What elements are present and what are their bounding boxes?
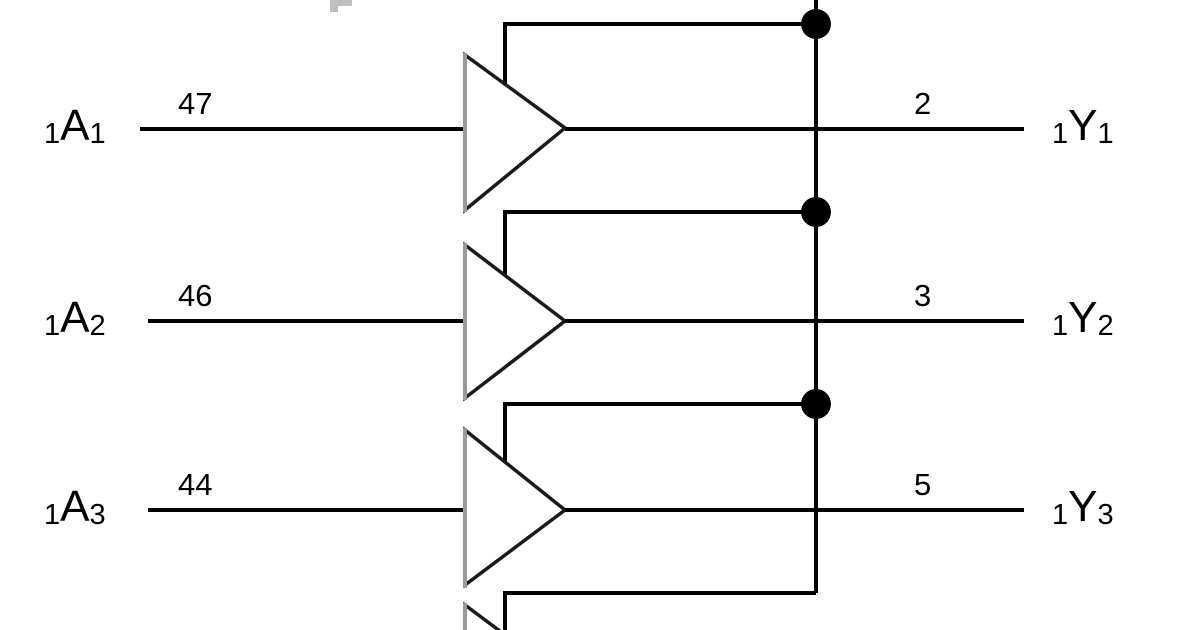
channel-3-group [148,389,1024,589]
input-port-label-1: 1A1 [44,101,106,150]
output-port-label-3: 1Y3 [1052,482,1114,531]
channel-2-group [148,197,1024,402]
output-pin-number-1: 2 [914,86,932,121]
buffer-triangle-1 [463,51,568,214]
enable-branch-2 [503,210,816,276]
buffer-triangle-3 [463,426,568,589]
cropped-text-artifact [330,0,352,12]
buffer-triangle-4-cropped [463,601,502,630]
output-port-label-2: 1Y2 [1052,293,1114,342]
buffer-triangle-2 [463,241,568,402]
bus-junction-dot-2 [801,197,831,227]
input-pin-number-2: 46 [178,278,213,313]
bus-junction-dot-1 [801,9,831,39]
output-pin-number-2: 3 [914,278,932,313]
output-port-label-1: 1Y1 [1052,101,1114,150]
input-pin-number-3: 44 [178,467,213,502]
enable-branch-3 [503,402,816,466]
channel-4-group-cropped [463,591,816,630]
channel-1-group [140,9,1024,214]
input-port-label-2: 1A2 [44,293,106,342]
bus-junction-dot-3 [801,389,831,419]
output-pin-number-3: 5 [914,467,932,502]
input-pin-number-1: 47 [178,86,213,121]
enable-branch-4 [503,591,816,630]
enable-branch-1 [503,22,816,86]
input-port-label-3: 1A3 [44,482,106,531]
